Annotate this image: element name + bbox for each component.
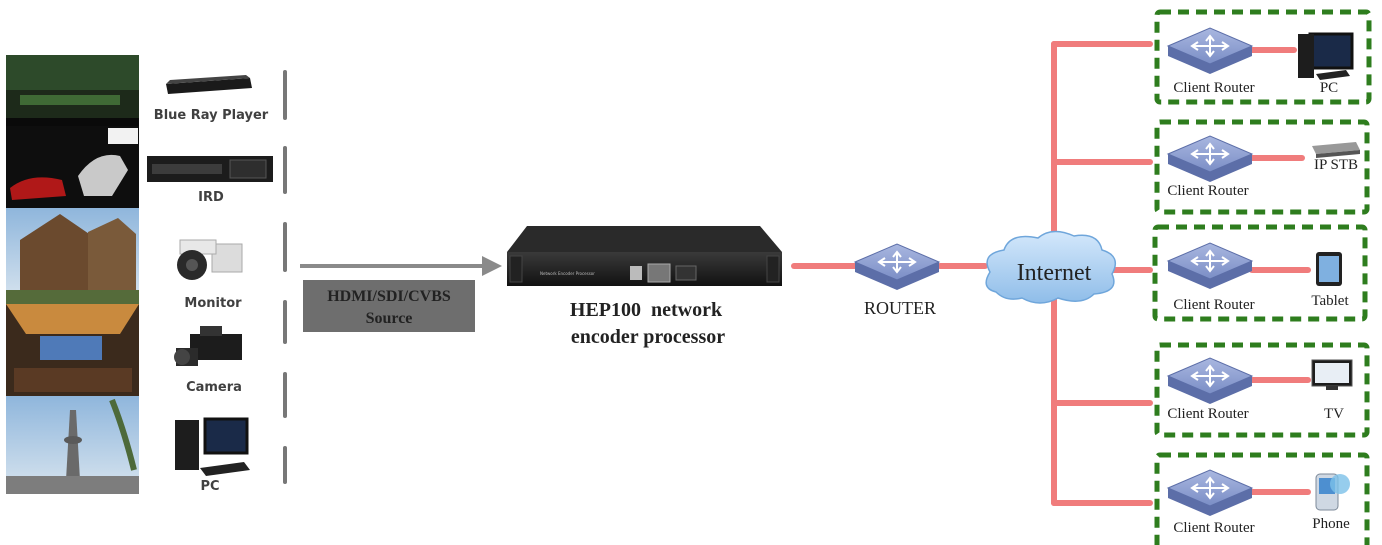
source-photo-strip <box>6 55 139 494</box>
client-router-icon <box>1167 469 1253 517</box>
source-label-monitor: Monitor <box>184 296 242 311</box>
tv-icon <box>1311 359 1353 390</box>
encoder-subtitle: encoder processor <box>571 326 725 348</box>
network-links <box>791 41 1311 506</box>
client-router-label: Client Router <box>1173 80 1254 96</box>
client-device-label: TV <box>1324 406 1344 422</box>
tablet-icon <box>1316 252 1342 286</box>
pc-icon <box>175 417 250 476</box>
client-router-icon <box>1167 27 1253 75</box>
client-group-phone: Client Router Phone <box>1154 452 1370 545</box>
encoder-title: HEP100 network <box>570 299 723 321</box>
client-device-label: Phone <box>1312 516 1350 532</box>
source-box: HDMI/SDI/CVBS Source <box>303 280 475 332</box>
photo-car-horse <box>6 126 139 208</box>
client-device-label: IP STB <box>1314 157 1358 173</box>
client-router-label: Client Router <box>1173 520 1254 536</box>
source-label-camera: Camera <box>186 380 242 395</box>
blu-ray-player-icon <box>166 75 252 94</box>
ird-receiver-icon <box>147 156 273 182</box>
source-box-line1: HDMI/SDI/CVBS <box>327 288 451 305</box>
photo-house <box>6 208 139 304</box>
client-group-pc: Client Router PC <box>1154 9 1372 105</box>
photo-sports-field <box>6 55 139 126</box>
client-device-label: PC <box>1320 80 1338 96</box>
client-router-label: Client Router <box>1173 297 1254 313</box>
main-router-icon <box>854 243 940 291</box>
source-label-ird: IRD <box>198 190 224 205</box>
client-router-icon <box>1167 135 1253 183</box>
main-router-label: ROUTER <box>864 298 936 318</box>
encoder-panel-text: Network Encoder Processor <box>540 271 595 276</box>
client-router-label: Client Router <box>1167 406 1248 422</box>
photo-conference-room <box>6 304 139 396</box>
client-group-tablet: Client Router Tablet <box>1152 224 1368 322</box>
client-router-icon <box>1167 242 1253 290</box>
source-label-blu-ray: Blue Ray Player <box>154 108 269 123</box>
internet-label: Internet <box>1017 260 1092 286</box>
client-device-label: Tablet <box>1311 293 1349 309</box>
client-group-tv: Client Router TV <box>1154 342 1370 438</box>
client-router-icon <box>1167 357 1253 405</box>
encoder-device: Network Encoder Processor <box>507 226 782 286</box>
pc-icon <box>1298 32 1354 80</box>
video-camera-icon <box>174 326 242 366</box>
internet-cloud-icon: Internet <box>985 230 1117 304</box>
source-box-line2: Source <box>366 310 413 327</box>
client-group-ip-stb: Client Router IP STB <box>1154 119 1370 215</box>
set-top-box-icon <box>1312 142 1360 158</box>
photo-city-tower <box>6 396 139 494</box>
client-router-label: Client Router <box>1167 183 1248 199</box>
source-label-pc: PC <box>200 479 219 494</box>
cctv-camera-icon <box>177 239 243 280</box>
source-arrow <box>300 256 502 276</box>
phone-icon <box>1315 473 1350 511</box>
